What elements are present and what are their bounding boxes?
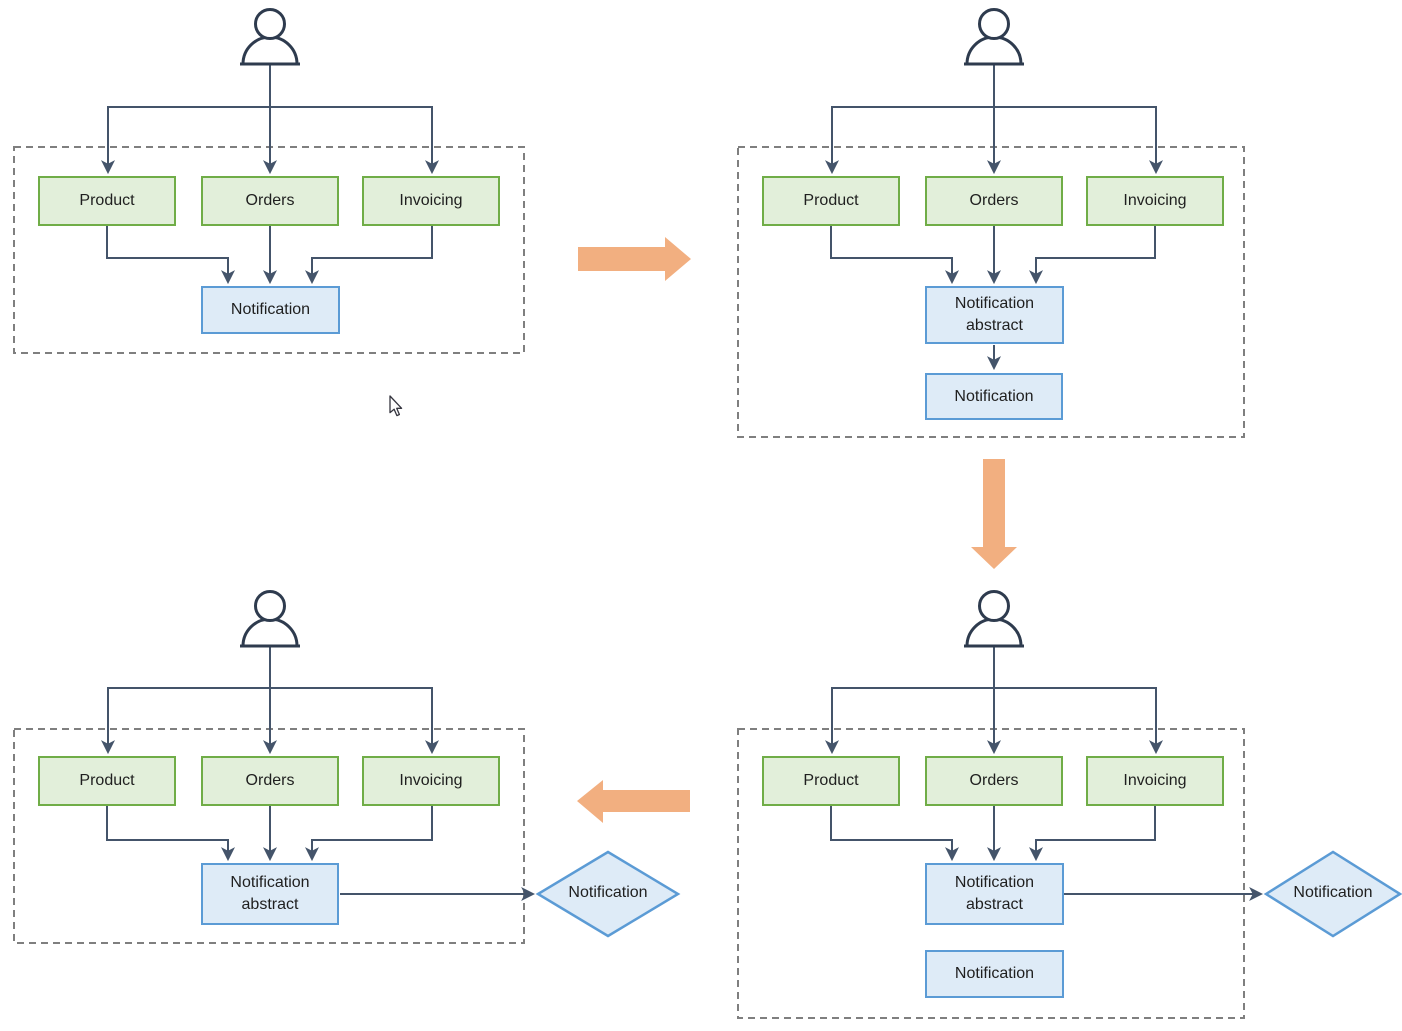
notification-abstract-box: Notification abstract xyxy=(201,863,339,925)
notification-diamond-label: Notification xyxy=(1293,884,1373,901)
user-icon xyxy=(238,590,302,648)
notification-abstract-box: Notification abstract xyxy=(925,286,1064,344)
service-box-orders: Orders xyxy=(925,176,1063,226)
service-box-invoicing: Invoicing xyxy=(362,176,500,226)
connector-arrow xyxy=(305,806,433,862)
service-box-invoicing: Invoicing xyxy=(1086,756,1224,806)
service-box-product: Product xyxy=(762,176,900,226)
user-icon xyxy=(238,8,302,66)
system-boundary-top-right xyxy=(737,146,1245,438)
service-box-product: Product xyxy=(762,756,900,806)
connector-arrow xyxy=(305,226,433,285)
service-box-orders: Orders xyxy=(201,756,339,806)
user-icon xyxy=(962,590,1026,648)
service-box-product: Product xyxy=(38,176,176,226)
transition-arrows xyxy=(577,237,1017,823)
transition-arrow-right xyxy=(578,237,691,281)
connector-arrow xyxy=(1029,806,1156,862)
notification-diamond-label: Notification xyxy=(568,884,648,901)
service-box-invoicing: Invoicing xyxy=(1086,176,1224,226)
connectors-top-left xyxy=(101,64,439,285)
connector-arrow xyxy=(106,226,235,285)
notification-box: Notification xyxy=(925,950,1064,998)
system-boundary-bottom-right xyxy=(737,728,1245,1019)
notification-box: Notification xyxy=(925,373,1063,420)
transition-arrow-left xyxy=(577,780,690,823)
notification-diamond xyxy=(535,850,681,938)
connectors-top-right xyxy=(825,64,1163,371)
service-box-invoicing: Invoicing xyxy=(362,756,500,806)
connector-arrow xyxy=(1029,226,1156,285)
service-box-orders: Orders xyxy=(201,176,339,226)
service-box-product: Product xyxy=(38,756,176,806)
notification-box: Notification xyxy=(201,286,340,334)
connector-arrow xyxy=(830,226,959,285)
connector-arrow xyxy=(106,806,235,862)
notification-abstract-box: Notification abstract xyxy=(925,863,1064,925)
arrow-cursor-icon xyxy=(389,395,403,417)
notification-diamond xyxy=(1263,850,1402,938)
transition-arrow-down xyxy=(971,459,1017,569)
connector-arrow xyxy=(830,806,959,862)
connectors-bottom-left xyxy=(101,646,536,901)
connectors-bottom-right xyxy=(825,646,1264,901)
user-icon xyxy=(962,8,1026,66)
service-box-orders: Orders xyxy=(925,756,1063,806)
